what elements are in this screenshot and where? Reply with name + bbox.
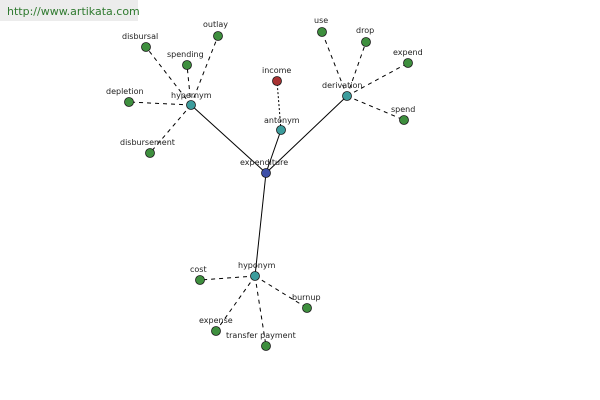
label-burnup: burnup: [292, 293, 321, 302]
node-cost[interactable]: [195, 275, 205, 285]
label-transfer-payment: transfer payment: [226, 331, 296, 340]
label-center: expenditure: [240, 158, 288, 167]
node-outlay[interactable]: [213, 31, 223, 41]
edge-hyponym-expense: [215, 275, 256, 332]
label-hyponym: hyponym: [238, 261, 276, 270]
node-antonym[interactable]: [276, 125, 286, 135]
edge-hypernym-depletion: [128, 101, 192, 106]
node-hyponym[interactable]: [250, 271, 260, 281]
edge-hyponym-cost: [199, 275, 256, 281]
label-disbursal: disbursal: [122, 32, 158, 41]
edge-center-derivation: [265, 95, 348, 174]
label-cost: cost: [190, 265, 207, 274]
label-income: income: [262, 66, 291, 75]
edge-hypernym-spending: [186, 64, 192, 106]
edge-antonym-income: [276, 80, 282, 131]
label-disbursement: disbursement: [120, 138, 175, 147]
nodes: [124, 27, 413, 351]
edge-hyponym-transfer-payment: [254, 275, 267, 347]
label-spend: spend: [391, 105, 415, 114]
label-expend: expend: [393, 48, 423, 57]
label-spending: spending: [167, 50, 204, 59]
node-depletion[interactable]: [124, 97, 134, 107]
label-drop: drop: [356, 26, 374, 35]
edge-derivation-drop: [346, 41, 367, 97]
node-expense[interactable]: [211, 326, 221, 336]
node-burnup[interactable]: [302, 303, 312, 313]
label-antonym: antonym: [264, 116, 300, 125]
label-expense: expense: [199, 316, 233, 325]
node-income[interactable]: [272, 76, 282, 86]
node-disbursement[interactable]: [145, 148, 155, 158]
edge-hypernym-disbursement: [149, 104, 192, 154]
edge-derivation-expend: [346, 62, 409, 97]
node-drop[interactable]: [361, 37, 371, 47]
node-center[interactable]: [261, 168, 271, 178]
node-hypernym[interactable]: [186, 100, 196, 110]
label-use: use: [314, 16, 328, 25]
edges: [128, 31, 409, 347]
edge-center-antonym: [265, 129, 282, 174]
edge-hyponym-burnup: [254, 275, 308, 309]
node-use[interactable]: [317, 27, 327, 37]
label-depletion: depletion: [106, 87, 144, 96]
site-link-bar: http://www.artikata.com: [0, 0, 140, 21]
site-link[interactable]: http://www.artikata.com: [7, 5, 140, 18]
edge-center-hypernym: [190, 104, 267, 174]
label-hypernym: hypernym: [171, 91, 212, 100]
label-outlay: outlay: [203, 20, 228, 29]
node-transfer-payment[interactable]: [261, 341, 271, 351]
labels: expenditure hypernym derivation antonym …: [106, 16, 423, 340]
edge-derivation-spend: [346, 95, 405, 121]
node-spend[interactable]: [399, 115, 409, 125]
node-spending[interactable]: [182, 60, 192, 70]
node-disbursal[interactable]: [141, 42, 151, 52]
edge-derivation-use: [321, 31, 348, 97]
node-expend[interactable]: [403, 58, 413, 68]
label-derivation: derivation: [322, 81, 362, 90]
edge-center-hyponym: [254, 172, 267, 277]
node-derivation[interactable]: [342, 91, 352, 101]
